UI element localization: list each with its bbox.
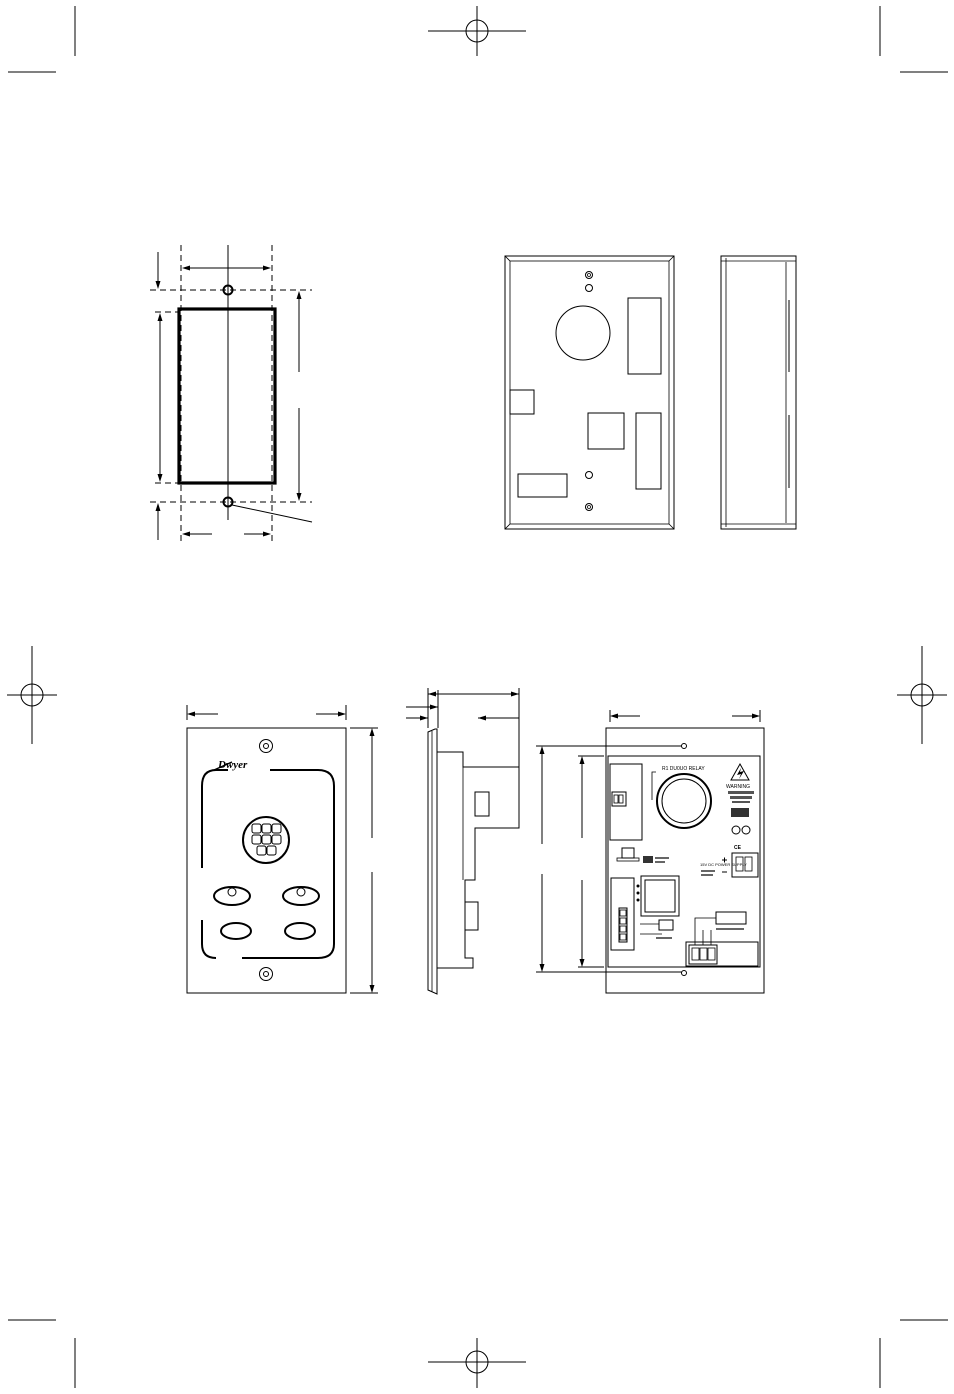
faceplate-screw-top (260, 740, 273, 753)
relay-can (657, 774, 711, 828)
button-bottom-left[interactable] (221, 923, 251, 939)
faceplate-front-view: Dwyer (187, 705, 378, 993)
crop-marks (8, 6, 948, 1388)
mount-hole (586, 285, 593, 292)
registration-mark-left (7, 646, 57, 744)
back-box-front-view (505, 256, 674, 529)
button-top-right[interactable] (283, 887, 319, 905)
relay-label: R1 DU0UO RELAY (662, 766, 705, 772)
pcb-rear-view: R1 DU0UO RELAY WARNING CE 15V DC POWER S… (536, 710, 764, 993)
registration-mark-right (897, 646, 947, 744)
cutout-rectangle (179, 309, 275, 483)
svg-text:WARNING: WARNING (726, 784, 750, 790)
button-bottom-right[interactable] (285, 923, 315, 939)
sensor-grille (243, 817, 289, 863)
registration-mark-top (428, 6, 526, 56)
knockout-hole (556, 306, 610, 360)
screw-hole (586, 272, 593, 279)
faceplate-screw-bottom (260, 968, 273, 981)
panel-cutout-diagram (150, 245, 312, 542)
profile-side-view (406, 688, 519, 994)
button-top-left[interactable] (214, 887, 250, 905)
back-box-side-view (721, 256, 796, 529)
ce-mark: CE (734, 845, 742, 851)
registration-mark-bottom (428, 1338, 526, 1388)
warning-label: WARNING CE (726, 764, 754, 851)
power-supply-label: 15V DC POWER SUPPLY (700, 862, 747, 867)
